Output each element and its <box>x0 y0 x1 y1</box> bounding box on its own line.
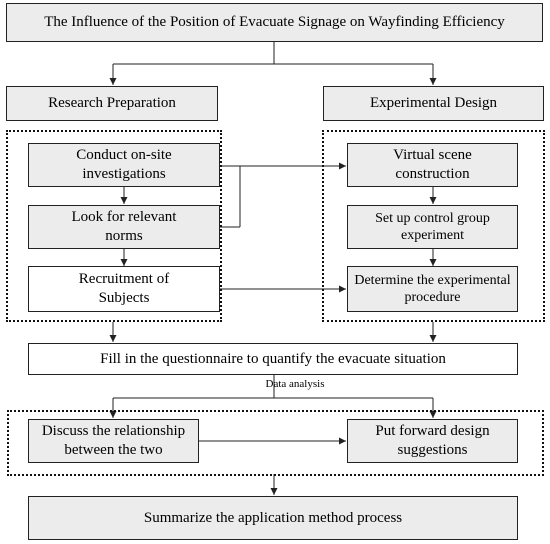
experimental-design-header: Experimental Design <box>323 86 544 121</box>
step-control-group: Set up control group experiment <box>347 205 518 249</box>
step-experimental-procedure: Determine the experimental procedure <box>347 266 518 312</box>
title-box: The Influence of the Position of Evacuat… <box>6 3 543 42</box>
research-preparation-group <box>6 130 222 322</box>
research-preparation-header: Research Preparation <box>6 86 218 121</box>
title-text: The Influence of the Position of Evacuat… <box>44 14 505 31</box>
questionnaire-box: Fill in the questionnaire to quantify th… <box>28 343 518 375</box>
analysis-group <box>7 410 544 476</box>
step-on-site-investigations: Conduct on-site investigations <box>28 143 220 187</box>
discuss-relationship-box: Discuss the relationship between the two <box>28 419 199 463</box>
step-virtual-scene: Virtual scene construction <box>347 143 518 187</box>
step-relevant-norms: Look for relevant norms <box>28 205 220 249</box>
data-analysis-label: Data analysis <box>265 378 325 390</box>
step-recruitment: Recruitment of Subjects <box>28 266 220 312</box>
experimental-design-group <box>322 130 545 322</box>
summary-box: Summarize the application method process <box>28 496 518 540</box>
design-suggestions-box: Put forward design suggestions <box>347 419 518 463</box>
